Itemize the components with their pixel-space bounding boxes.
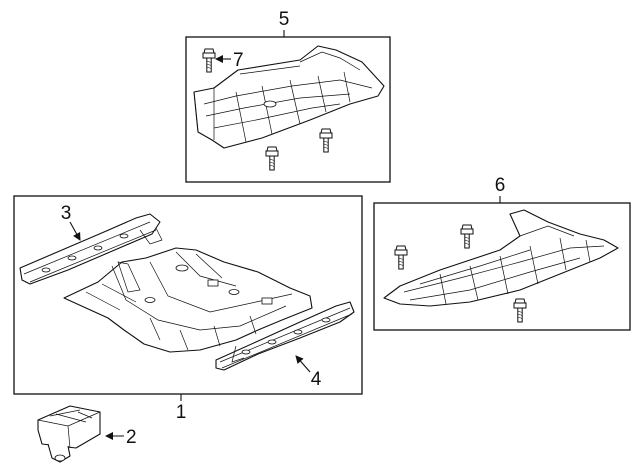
rear-shield-bolt-top <box>460 224 474 249</box>
rear-shield-bolt-bottom <box>513 298 527 323</box>
rear-shield-panel <box>383 209 619 307</box>
callout-6: 6 <box>495 175 506 196</box>
front-shield-panel <box>193 45 385 149</box>
bracket <box>37 405 101 463</box>
front-shield-bolt-lower-right <box>319 128 333 153</box>
callout-3: 3 <box>61 203 72 224</box>
left-rail-leader <box>69 221 81 241</box>
right-rail-leader <box>295 355 311 373</box>
callout-7: 7 <box>233 50 244 71</box>
front-shield-bolt-lower-left <box>265 146 279 171</box>
right-side-rail <box>215 301 355 371</box>
floor-pan-group: 1 3 <box>13 195 363 423</box>
callout-5: 5 <box>279 9 290 30</box>
floor-pan <box>63 247 313 353</box>
front-shield-group: 5 7 <box>185 9 391 183</box>
rear-shield-bolt-left <box>394 245 408 270</box>
front-shield-frame <box>185 36 391 183</box>
rear-shield-frame <box>373 202 631 331</box>
rear-shield-group: 6 <box>373 175 631 331</box>
callout-1: 1 <box>176 402 187 423</box>
left-side-rail <box>19 213 163 285</box>
floor-pan-frame <box>13 195 363 395</box>
front-shield-bolt-upper <box>202 48 216 73</box>
callout-2: 2 <box>126 427 137 448</box>
callout-4: 4 <box>311 369 322 390</box>
